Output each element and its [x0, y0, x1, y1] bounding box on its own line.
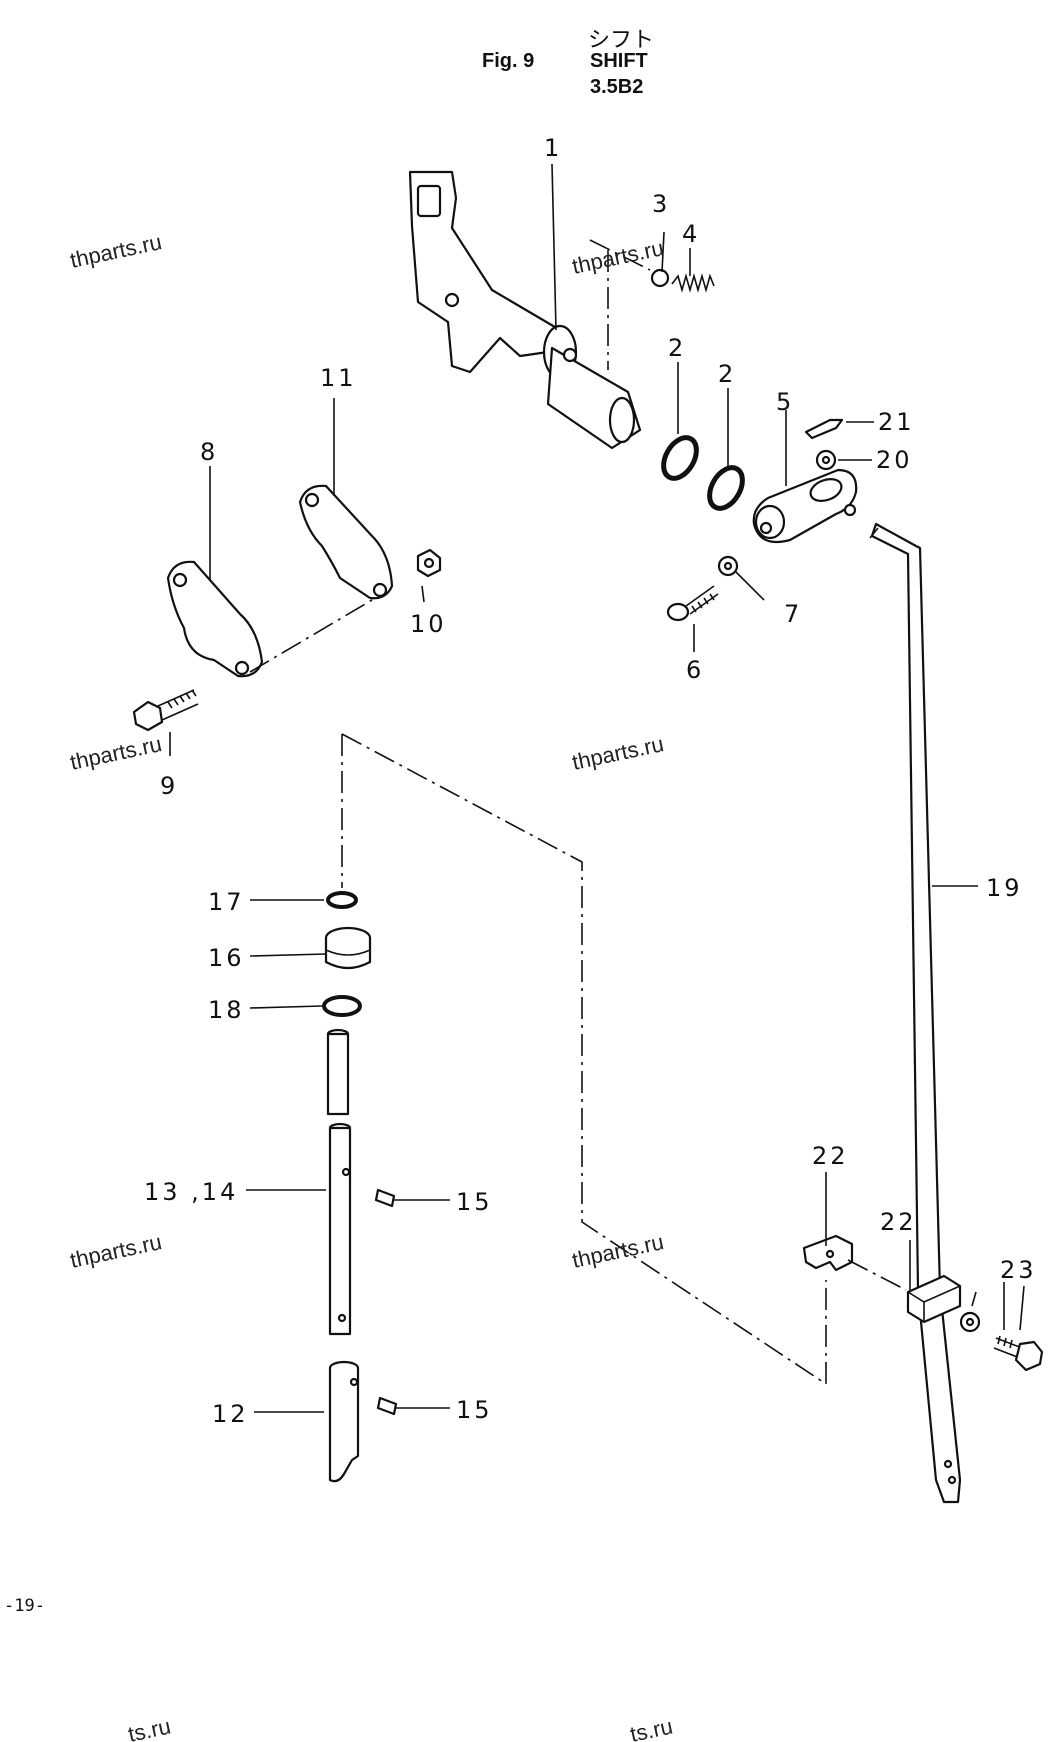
- model-code: 3.5B2: [590, 76, 644, 98]
- callout-11: 11: [320, 364, 357, 392]
- washer-part-7: [717, 555, 739, 577]
- callout-6: 6: [686, 656, 704, 684]
- callout-16: 16: [208, 944, 245, 972]
- callout-22a: 22: [812, 1142, 849, 1170]
- callout-21: 21: [878, 408, 915, 436]
- pin-part-15b: [376, 1396, 398, 1416]
- watermark: thparts.ru: [570, 731, 666, 775]
- figure-number: Fig. 9: [482, 50, 535, 72]
- callout-13-14: 13 ,14: [144, 1178, 238, 1206]
- callout-3: 3: [652, 190, 670, 218]
- leader-lines: [169, 163, 1005, 1413]
- callout-10: 10: [410, 610, 447, 638]
- callout-2a: 2: [668, 334, 686, 362]
- o-ring-part-2a: [661, 435, 699, 481]
- callout-22b: 22: [880, 1208, 917, 1236]
- cotter-pin-part-21: [804, 418, 844, 440]
- watermark: ts.ru: [628, 1714, 675, 1742]
- figure-title-japanese: シフト: [588, 28, 655, 53]
- cover-plate-part-8: [166, 560, 264, 678]
- o-ring-part-18: [322, 995, 362, 1017]
- callout-7: 7: [784, 600, 802, 628]
- watermark: ts.ru: [126, 1714, 173, 1742]
- shift-rod-part-13-14: [326, 1028, 352, 1336]
- watermark: thparts.ru: [68, 731, 164, 775]
- callout-8: 8: [200, 438, 218, 466]
- figure-header: Fig. 9 シフト SHIFT 3.5B2: [0, 0, 1050, 120]
- shift-arm-part-5: [752, 468, 858, 544]
- washer-part-20: [815, 449, 837, 471]
- callout-9: 9: [160, 772, 178, 800]
- gasket-part-11: [298, 484, 394, 600]
- screw-part-6: [666, 585, 719, 622]
- o-ring-part-17: [326, 891, 358, 909]
- detent-ball-part-3: [650, 268, 670, 288]
- callout-18: 18: [208, 996, 245, 1024]
- shift-lever-part-1: [408, 170, 642, 450]
- page-number: -19-: [4, 1596, 45, 1616]
- callout-19: 19: [986, 874, 1023, 902]
- watermark: thparts.ru: [570, 1229, 666, 1273]
- callout-12: 12: [212, 1400, 249, 1428]
- shift-rod-part-19: [869, 522, 962, 1504]
- watermark: thparts.ru: [68, 1229, 164, 1273]
- watermark: thparts.ru: [68, 229, 164, 273]
- bolt-part-9: [132, 689, 199, 732]
- callout-15a: 15: [456, 1188, 493, 1216]
- detent-spring-part-4: [671, 273, 715, 293]
- bushing-part-16: [324, 926, 372, 970]
- callout-1: 1: [544, 134, 562, 162]
- pin-part-15a: [374, 1188, 396, 1208]
- watermark: thparts.ru: [570, 235, 666, 279]
- callout-5: 5: [776, 388, 794, 416]
- callout-20: 20: [876, 446, 913, 474]
- clamp-part-22a: [802, 1234, 854, 1272]
- callout-4: 4: [682, 220, 700, 248]
- figure-title: SHIFT: [590, 50, 648, 72]
- shift-tube-part-12: [328, 1360, 360, 1483]
- callout-17: 17: [208, 888, 245, 916]
- callout-23: 23: [1000, 1256, 1037, 1284]
- nut-part-10: [416, 548, 442, 578]
- o-ring-part-2b: [707, 465, 745, 511]
- bolt-part-23: [959, 1311, 1044, 1372]
- callout-15b: 15: [456, 1396, 493, 1424]
- callout-2b: 2: [718, 360, 736, 388]
- clamp-part-22b: [906, 1274, 962, 1324]
